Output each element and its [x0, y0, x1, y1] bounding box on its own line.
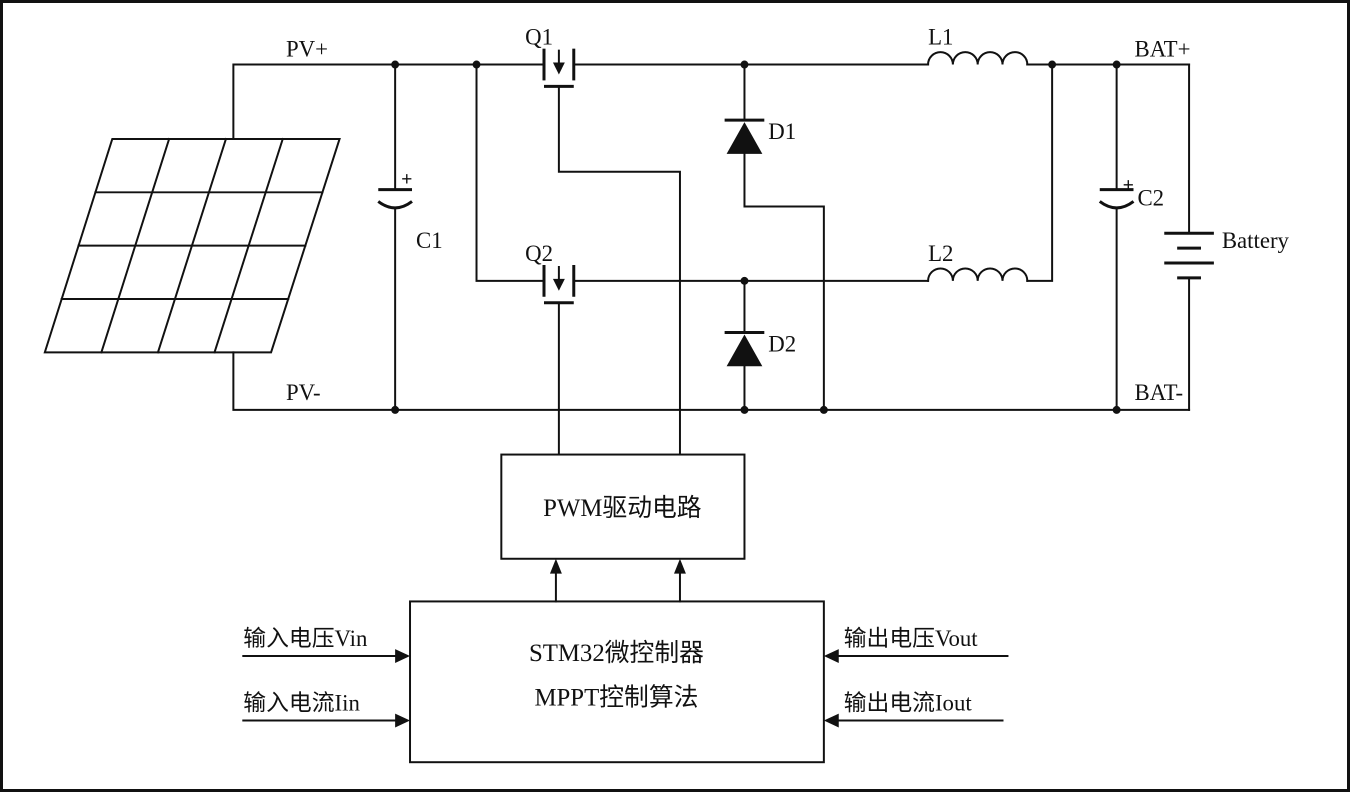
left-arrow-icon [823, 713, 839, 728]
d2-triangle [726, 334, 763, 367]
junction-dot [391, 60, 400, 69]
l2-coil [927, 267, 1029, 282]
battery-label: Battery [1222, 228, 1290, 253]
up-arrow-icon [674, 558, 686, 574]
diode-d2: D2 [724, 279, 796, 411]
input-voltage-signal: 输入电压Vin [242, 626, 411, 663]
q2-label: Q2 [525, 241, 553, 266]
output-current-signal: 输出电流Iout [823, 691, 1004, 728]
input-voltage-label: 输入电压Vin [243, 626, 368, 651]
pv-minus-label: PV- [286, 380, 321, 405]
output-voltage-signal: 输出电压Vout [823, 626, 1009, 663]
pwm-driver-box [500, 453, 746, 560]
mcu-label-line2: MPPT控制算法 [534, 684, 698, 712]
junction-dot [740, 405, 749, 414]
solar-panel-gridline [100, 137, 171, 354]
pwm-control-arrows [549, 558, 686, 603]
diode-d1: D1 [724, 63, 825, 411]
q2-arrow-head [552, 278, 565, 291]
l2-output-wire [1026, 63, 1054, 282]
c2-bottom-plate [1098, 200, 1135, 210]
mosfet-q1: Q1 [525, 25, 681, 456]
l1-coil [927, 51, 1029, 66]
bat-plus-label: BAT+ [1134, 37, 1190, 62]
c1-label: C1 [416, 228, 443, 253]
pv-minus-rail [232, 351, 1191, 411]
left-arrow-icon [823, 649, 839, 663]
solar-panel-gridline [156, 137, 228, 354]
d1-triangle [726, 122, 763, 154]
pwm-driver-label: PWM驱动电路 [543, 494, 702, 522]
q1-label: Q1 [525, 25, 553, 50]
output-voltage-label: 输出电压Vout [844, 626, 979, 651]
junction-dot [819, 405, 828, 414]
c2-polarity-label: + [1123, 175, 1134, 197]
c1-polarity-label: + [401, 169, 412, 191]
junction-dot [1112, 405, 1121, 414]
l2-label: L2 [928, 241, 953, 266]
right-arrow-icon [395, 649, 411, 663]
battery: Battery [1164, 63, 1290, 411]
mcu-box [409, 600, 825, 764]
junction-dots [391, 60, 1121, 414]
junction-dot [740, 276, 749, 285]
right-arrow-icon [395, 713, 411, 728]
inductor-l1: L1 [927, 25, 1029, 66]
mcu-block: STM32微控制器 MPPT控制算法 [409, 600, 825, 764]
mcu-label-line1: STM32微控制器 [529, 639, 704, 667]
capacitor-c1: + C1 [377, 63, 443, 411]
q1-gate-wire [557, 85, 681, 456]
pv-plus-label: PV+ [286, 37, 328, 62]
d1-label: D1 [768, 119, 796, 144]
capacitor-c2: + C2 [1098, 63, 1164, 411]
solar-panel-outline [43, 137, 341, 354]
input-current-label: 输入电流Iin [243, 691, 360, 716]
mosfet-q2: Q2 [525, 241, 576, 456]
output-current-label: 输出电流Iout [844, 691, 973, 716]
junction-dot [391, 405, 400, 414]
d1-anode-wire [743, 152, 825, 411]
junction-dot [1112, 60, 1121, 69]
inductor-l2: L2 [927, 241, 1029, 282]
q2-feed-wire [475, 63, 545, 282]
junction-dot [472, 60, 481, 69]
q1-arrow-head [552, 62, 565, 75]
solar-panel-gridline [213, 137, 284, 354]
pv-plus-rail [232, 63, 1191, 140]
l1-label: L1 [928, 25, 953, 50]
junction-dot [1048, 60, 1057, 69]
up-arrow-icon [549, 558, 562, 574]
solar-panel [43, 137, 341, 354]
d2-label: D2 [768, 331, 796, 356]
input-current-signal: 输入电流Iin [242, 691, 411, 728]
c2-label: C2 [1137, 185, 1164, 210]
junction-dot [740, 60, 749, 69]
c1-bottom-plate [377, 200, 413, 210]
bat-minus-label: BAT- [1134, 380, 1183, 405]
pwm-driver-block: PWM驱动电路 [500, 453, 746, 560]
